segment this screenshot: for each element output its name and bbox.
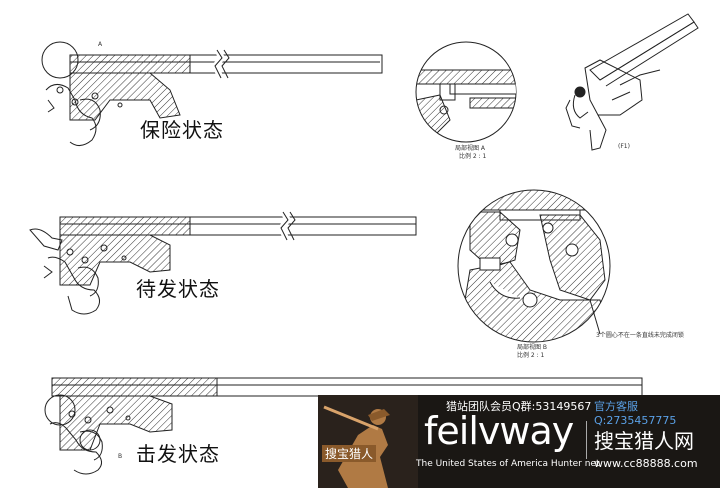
site-cn-name: 搜宝猎人网	[594, 429, 694, 453]
detail-view-b	[457, 189, 611, 343]
svg-text:A: A	[98, 41, 103, 48]
service-contact-text: 官方客服Q:2735457775	[594, 400, 677, 427]
site-url: www.cc88888.com	[594, 457, 698, 470]
figure-callout: (F1)	[618, 143, 630, 150]
detail-b-note: 3个圆心不在一条直线未完成闭锁	[596, 332, 684, 339]
safety-state-label: 保险状态	[140, 118, 224, 142]
site-tagline: The United States of America Hunter net	[416, 459, 600, 469]
feilvway-logo: feilvway	[424, 409, 574, 453]
mechanism-safety: A	[41, 41, 383, 146]
hunter-silhouette-icon	[318, 395, 418, 488]
detail-a-scale: 比例 2 : 1	[459, 153, 487, 160]
detail-b-scale: 比例 2 : 1	[517, 352, 545, 359]
detail-view-a	[415, 41, 517, 143]
detail-a-title: 局部视图 A	[455, 145, 486, 152]
banner-divider	[586, 421, 587, 459]
cocked-state-label: 待发状态	[136, 277, 220, 301]
detail-b-title: 局部视图 B	[517, 344, 548, 351]
mechanism-cocked	[29, 210, 417, 315]
fired-state-label: 击发状态	[136, 442, 220, 466]
watermark-banner: 搜宝猎人 猎站团队会员Q群:53149567 官方客服Q:2735457775 …	[318, 395, 720, 488]
qq-group-text: 猎站团队会员Q群:53149567	[446, 400, 592, 413]
perspective-view	[565, 13, 699, 151]
hunter-label: 搜宝猎人	[322, 445, 377, 462]
svg-text:B: B	[118, 453, 122, 460]
